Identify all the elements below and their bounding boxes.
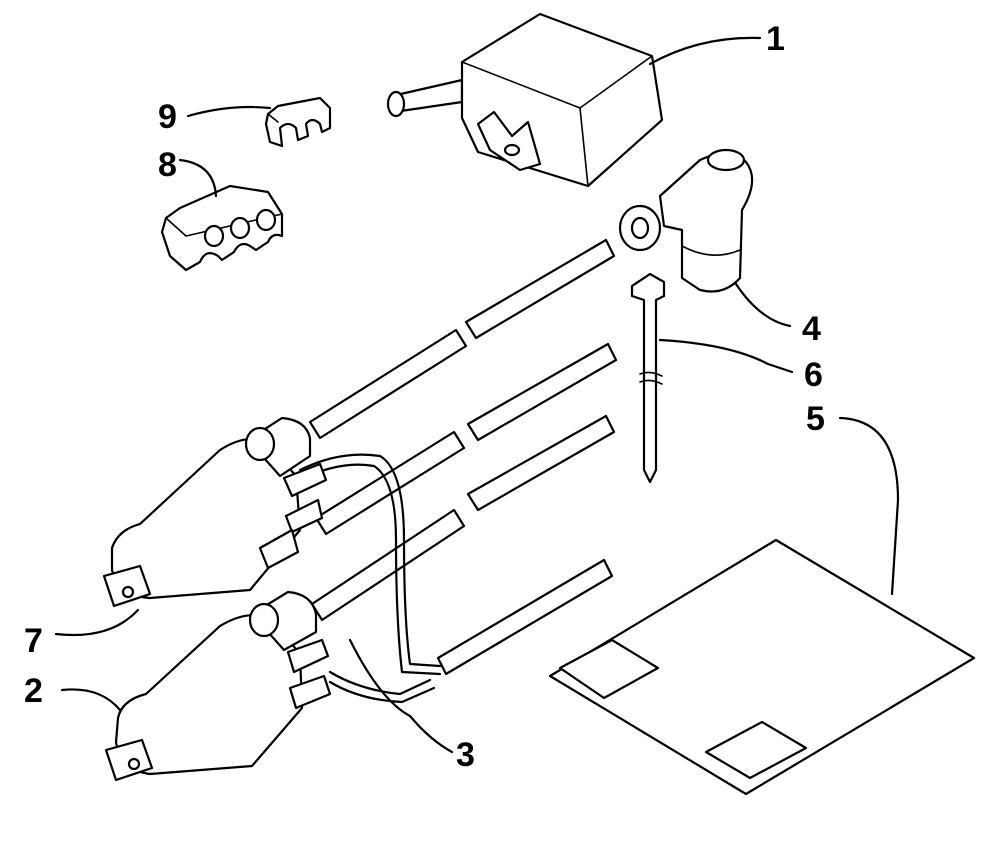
callout-2: 2 bbox=[24, 672, 43, 710]
control-box bbox=[386, 12, 664, 188]
callout-8: 8 bbox=[158, 146, 177, 184]
wire-loom-clip bbox=[160, 184, 284, 272]
ignition-lead-1 bbox=[308, 238, 616, 440]
ignition-coil-lower bbox=[104, 590, 332, 782]
ignition-lead-2 bbox=[314, 342, 618, 536]
leader-1 bbox=[648, 36, 762, 66]
callout-3: 3 bbox=[456, 736, 475, 774]
ignition-lead-4 bbox=[310, 508, 466, 622]
ignition-lead-3 bbox=[466, 414, 616, 512]
callout-6: 6 bbox=[804, 356, 823, 394]
wire-harness bbox=[298, 453, 442, 704]
leader-9 bbox=[186, 105, 272, 118]
cable-tie bbox=[630, 272, 666, 484]
ignition-lead-5 bbox=[436, 558, 614, 676]
leader-2 bbox=[60, 688, 122, 712]
leader-6 bbox=[658, 338, 794, 374]
callout-4: 4 bbox=[802, 310, 821, 348]
leader-7 bbox=[54, 608, 140, 637]
callout-5: 5 bbox=[806, 400, 825, 438]
leader-5 bbox=[838, 416, 900, 596]
leader-lines bbox=[54, 36, 900, 754]
ignition-coil-upper bbox=[102, 416, 328, 608]
callout-7: 7 bbox=[24, 622, 43, 660]
wire-clip-small bbox=[264, 96, 332, 148]
callout-9: 9 bbox=[158, 98, 177, 136]
leader-8 bbox=[178, 158, 218, 198]
adhesive-pad bbox=[548, 538, 976, 796]
leader-4 bbox=[734, 282, 792, 328]
leader-3 bbox=[348, 638, 454, 754]
callout-1: 1 bbox=[766, 20, 785, 58]
callout-labels: 1 2 3 4 5 6 7 8 9 bbox=[24, 20, 825, 774]
spark-plug-cap bbox=[618, 148, 754, 293]
